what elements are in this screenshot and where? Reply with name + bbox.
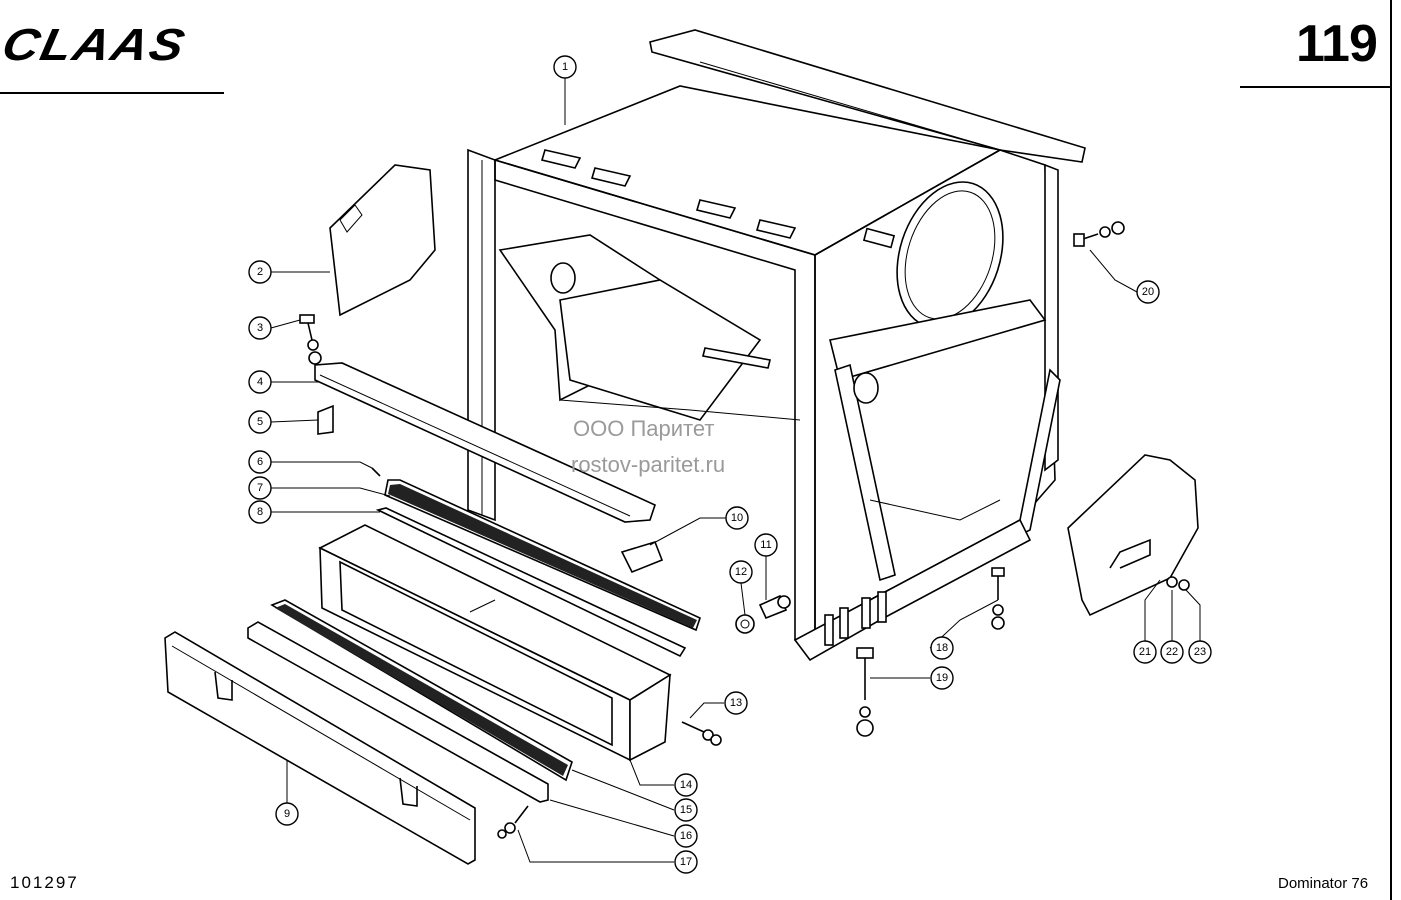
model-name: Dominator 76 [1278, 875, 1369, 892]
svg-text:10: 10 [731, 512, 743, 524]
front-grille-cover [164, 631, 476, 865]
svg-text:5: 5 [257, 416, 263, 428]
watermark-company: ООО Паритет [573, 416, 715, 441]
callout-6: 6 [248, 450, 272, 474]
callout-17: 17 [674, 850, 698, 874]
callout-9: 9 [275, 802, 299, 826]
page-number-underline [1240, 86, 1390, 88]
callout-22: 22 [1160, 640, 1184, 664]
callout-19: 19 [930, 666, 954, 690]
svg-text:20: 20 [1142, 286, 1154, 298]
seal-strip [375, 507, 687, 658]
callout-18: 18 [930, 636, 954, 660]
callout-16: 16 [674, 824, 698, 848]
svg-text:13: 13 [730, 697, 742, 709]
svg-text:16: 16 [680, 830, 692, 842]
page-number: 119 [1296, 15, 1378, 73]
callout-7: 7 [248, 476, 272, 500]
callout-2: 2 [248, 260, 272, 284]
svg-text:9: 9 [284, 808, 290, 820]
callout-20: 20 [1136, 280, 1160, 304]
callout-10: 10 [725, 506, 749, 530]
callout-12: 12 [729, 560, 753, 584]
svg-text:12: 12 [735, 566, 747, 578]
leader-lines [270, 78, 1201, 863]
watermark-url: rostov-paritet.ru [571, 452, 726, 477]
svg-text:4: 4 [257, 376, 263, 388]
main-frame-housing [467, 29, 1086, 662]
callout-4: 4 [248, 370, 272, 394]
svg-text:21: 21 [1139, 646, 1151, 658]
svg-text:18: 18 [936, 642, 948, 654]
fasteners [299, 221, 1190, 839]
callout-3: 3 [248, 316, 272, 340]
right-border [1390, 0, 1392, 900]
callout-21: 21 [1133, 640, 1157, 664]
svg-text:14: 14 [680, 779, 692, 791]
document-number: 101297 [10, 873, 79, 892]
svg-text:11: 11 [760, 539, 771, 551]
svg-text:22: 22 [1166, 646, 1178, 658]
right-side-cover [1067, 454, 1199, 617]
svg-text:6: 6 [257, 456, 263, 468]
callout-15: 15 [674, 798, 698, 822]
callout-5: 5 [248, 410, 272, 434]
filter-mat-upper [384, 479, 701, 632]
svg-text:15: 15 [680, 804, 692, 816]
angle-bracket [620, 541, 664, 574]
svg-text:23: 23 [1194, 646, 1206, 658]
callout-13: 13 [724, 691, 748, 715]
callout-14: 14 [674, 773, 698, 797]
filter-mat-lower [270, 599, 573, 782]
svg-text:19: 19 [936, 672, 948, 684]
callout-1: 1 [553, 55, 577, 79]
svg-text:7: 7 [257, 482, 263, 494]
callout-11: 11 [754, 533, 778, 557]
svg-text:8: 8 [257, 506, 263, 518]
svg-text:2: 2 [257, 266, 263, 278]
logo-underline [0, 92, 224, 94]
lower-strip [247, 621, 549, 803]
svg-text:1: 1 [562, 61, 568, 73]
svg-text:17: 17 [680, 856, 692, 868]
svg-text:3: 3 [257, 322, 263, 334]
small-bracket [317, 404, 334, 435]
left-side-cover [329, 164, 436, 317]
callout-8: 8 [248, 500, 272, 524]
upper-crossbar [314, 362, 656, 523]
air-duct-box [318, 524, 672, 762]
callout-23: 23 [1188, 640, 1212, 664]
